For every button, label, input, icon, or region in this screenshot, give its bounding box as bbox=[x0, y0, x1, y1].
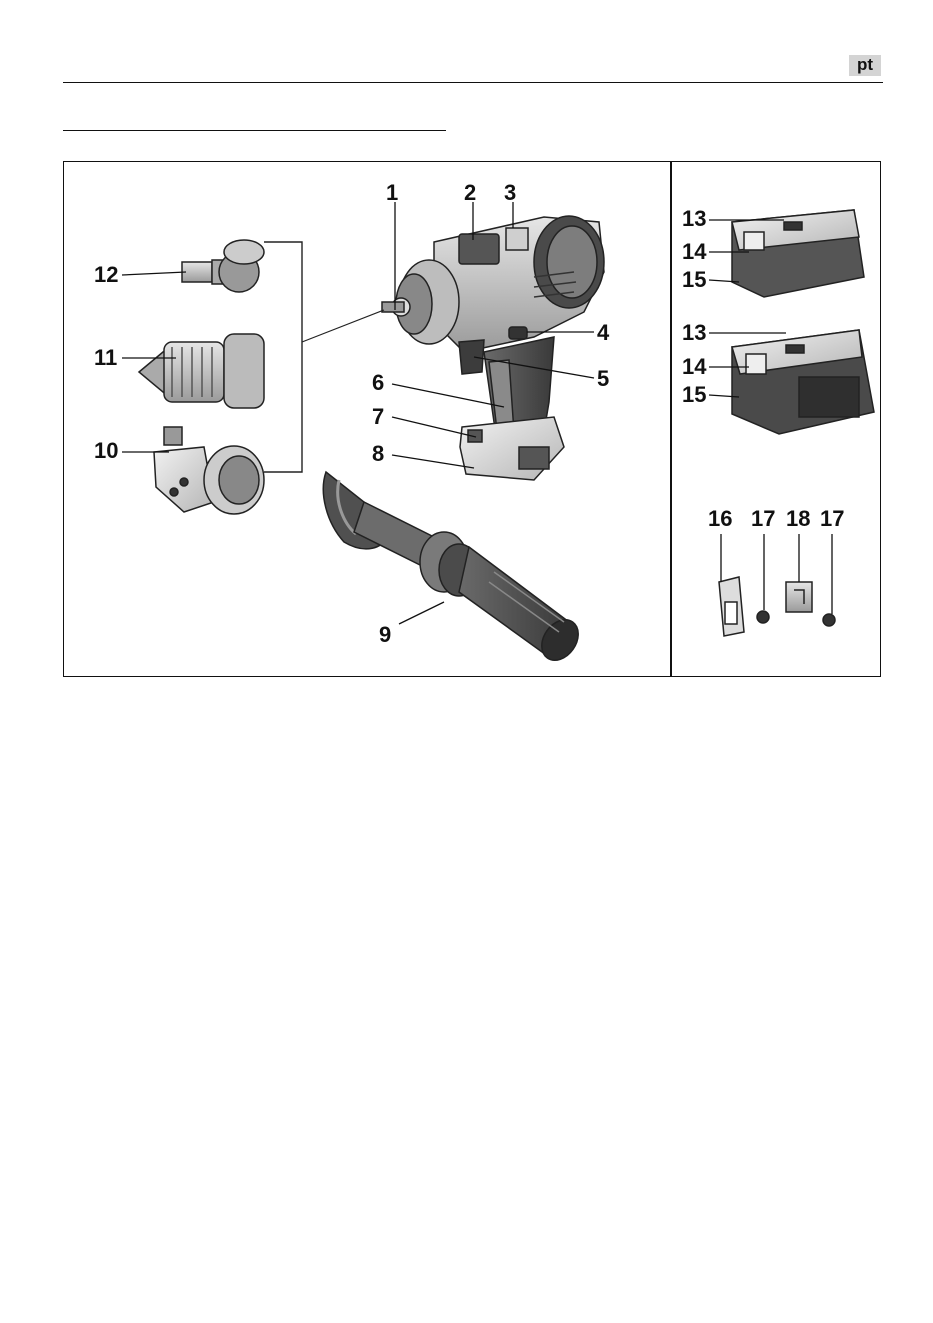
angle-attachment-10 bbox=[154, 427, 264, 514]
callout-10: 10 bbox=[94, 440, 118, 462]
header-rule bbox=[63, 82, 883, 83]
callout-18: 18 bbox=[786, 508, 810, 530]
callout-2: 2 bbox=[464, 182, 476, 204]
callout-15a: 15 bbox=[682, 269, 706, 291]
exploded-view-figure: 1 2 3 4 5 6 7 8 9 10 11 12 13 14 15 13 1… bbox=[63, 161, 881, 677]
screw-17b bbox=[823, 614, 835, 626]
tool-illustration bbox=[64, 162, 882, 678]
auxiliary-handle bbox=[323, 472, 585, 667]
callout-12: 12 bbox=[94, 264, 118, 286]
callout-1: 1 bbox=[386, 182, 398, 204]
callout-14a: 14 bbox=[682, 241, 706, 263]
screw-17a bbox=[757, 611, 769, 623]
bit-holder-12 bbox=[182, 240, 264, 292]
callout-14b: 14 bbox=[682, 356, 706, 378]
section-title-rule bbox=[63, 130, 446, 131]
callout-8: 8 bbox=[372, 443, 384, 465]
callout-13a: 13 bbox=[682, 208, 706, 230]
bit-holder-clip-18 bbox=[786, 582, 812, 612]
attachment-bracket bbox=[264, 242, 302, 472]
battery-small bbox=[732, 210, 864, 297]
drill-body bbox=[382, 216, 604, 480]
callout-4: 4 bbox=[597, 322, 609, 344]
callout-13b: 13 bbox=[682, 322, 706, 344]
callout-7: 7 bbox=[372, 406, 384, 428]
callout-3: 3 bbox=[504, 182, 516, 204]
callout-5: 5 bbox=[597, 368, 609, 390]
callout-9: 9 bbox=[379, 624, 391, 646]
callout-15b: 15 bbox=[682, 384, 706, 406]
battery-large bbox=[732, 330, 874, 434]
belt-clip-16 bbox=[719, 577, 744, 636]
callout-17b: 17 bbox=[820, 508, 844, 530]
callout-17a: 17 bbox=[751, 508, 775, 530]
callout-6: 6 bbox=[372, 372, 384, 394]
language-badge: pt bbox=[849, 55, 881, 76]
drill-chuck-11 bbox=[139, 334, 264, 408]
callout-16: 16 bbox=[708, 508, 732, 530]
callout-11: 11 bbox=[94, 347, 117, 369]
